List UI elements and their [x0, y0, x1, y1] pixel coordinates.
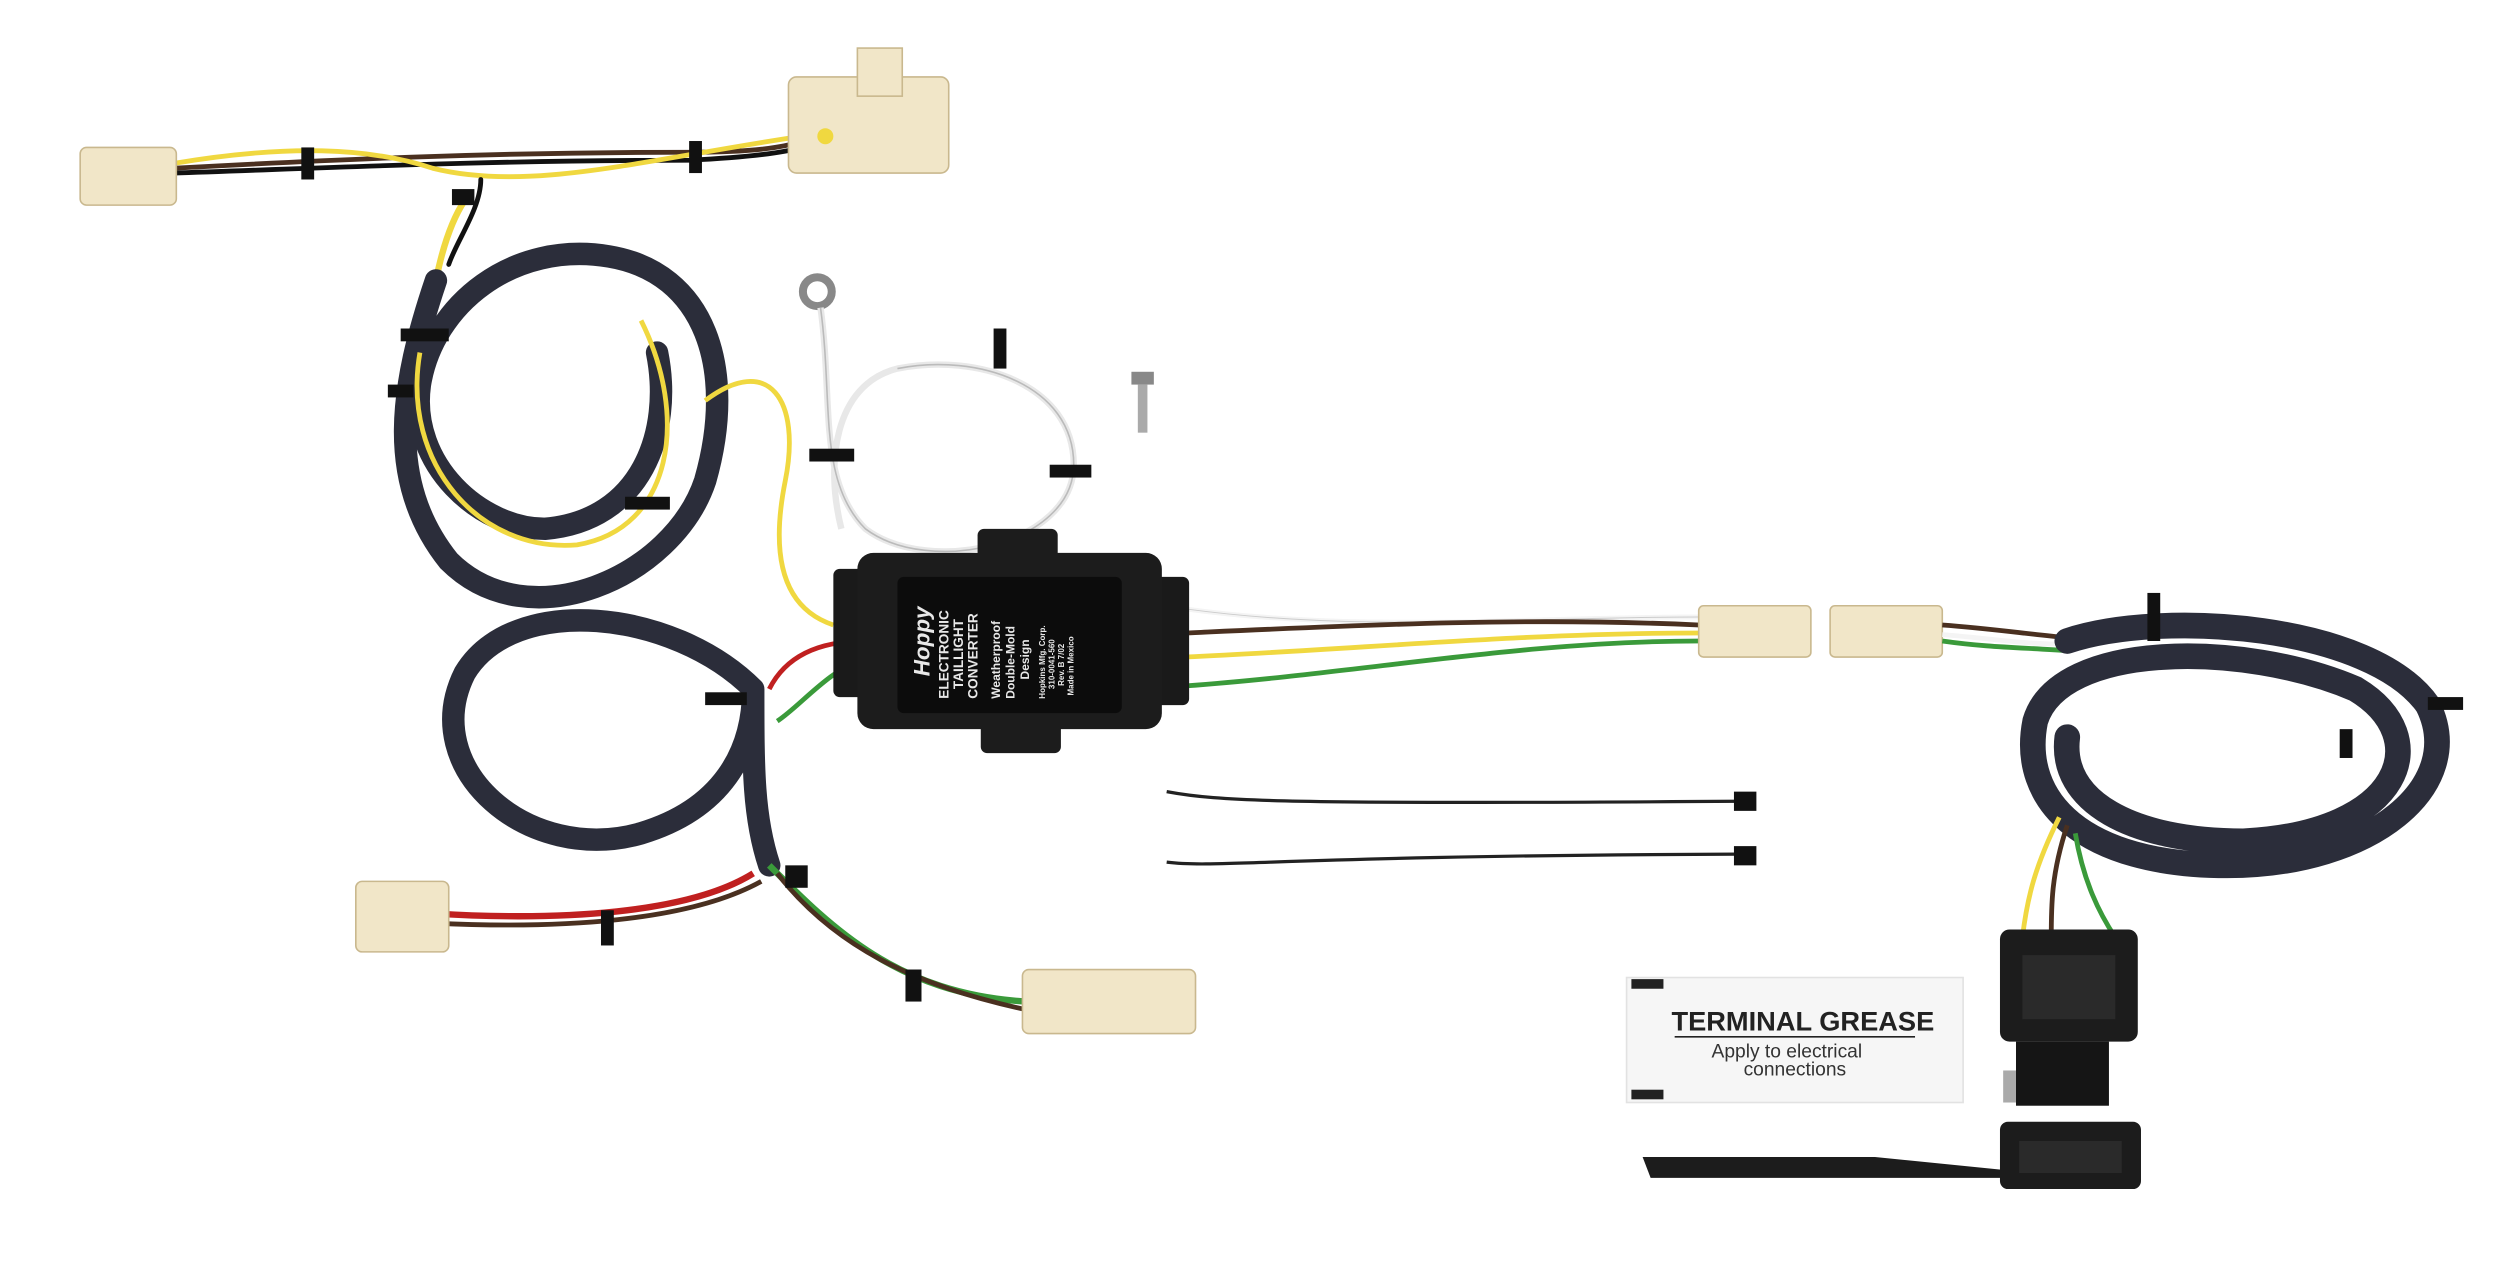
converter-feature-2: Double-Mold	[1003, 626, 1017, 699]
loose-zip-ties	[1166, 790, 1757, 866]
converter-maker-4: Made in Mexico	[1067, 636, 1076, 695]
upper-loom	[393, 242, 729, 609]
converter-maker-3: Rev. B 7/02	[1057, 643, 1066, 686]
ground-wire	[798, 273, 1077, 555]
connector-center-left	[1697, 604, 1812, 658]
grease-subtitle-1: Apply to electrical	[1712, 1042, 1863, 1063]
connector-bottom-left	[355, 880, 450, 953]
converter-brand: Hoppy	[910, 605, 935, 676]
grease-subtitle-2: connections	[1744, 1059, 1847, 1080]
four-flat-connector	[1999, 929, 2138, 1106]
right-zip-ties	[2147, 592, 2464, 758]
screw-icon	[1131, 371, 1154, 433]
connector-center-right	[1829, 604, 1944, 658]
converter-maker-2: 310-0041-560	[1047, 639, 1056, 689]
harness-zip-ties	[301, 141, 1092, 1002]
converter-feature-1: Weatherproof	[989, 620, 1003, 699]
grease-title: TERMINAL GREASE	[1671, 1005, 1934, 1036]
terminal-grease-packet: TERMINAL GREASE Apply to electrical conn…	[1625, 976, 1964, 1104]
converter-title-3: CONVERTER	[966, 613, 981, 699]
converter-feature-3: Design	[1018, 639, 1032, 679]
top-harness	[170, 133, 804, 284]
connector-bottom-center	[1021, 968, 1197, 1035]
converter-maker-1: Hopkins Mfg. Corp.	[1038, 625, 1047, 698]
converter-title-2: TAILLIGHT	[951, 618, 966, 689]
lower-loom	[442, 609, 781, 877]
converter-title-1: ELECTRONIC	[937, 610, 952, 699]
converter-box: Hoppy ELECTRONIC TAILLIGHT CONVERTER Wea…	[833, 528, 1190, 754]
connector-top-left	[79, 146, 178, 206]
right-loom	[2020, 612, 2450, 879]
dust-cap	[1642, 1121, 2141, 1190]
output-wires	[1185, 606, 1699, 689]
